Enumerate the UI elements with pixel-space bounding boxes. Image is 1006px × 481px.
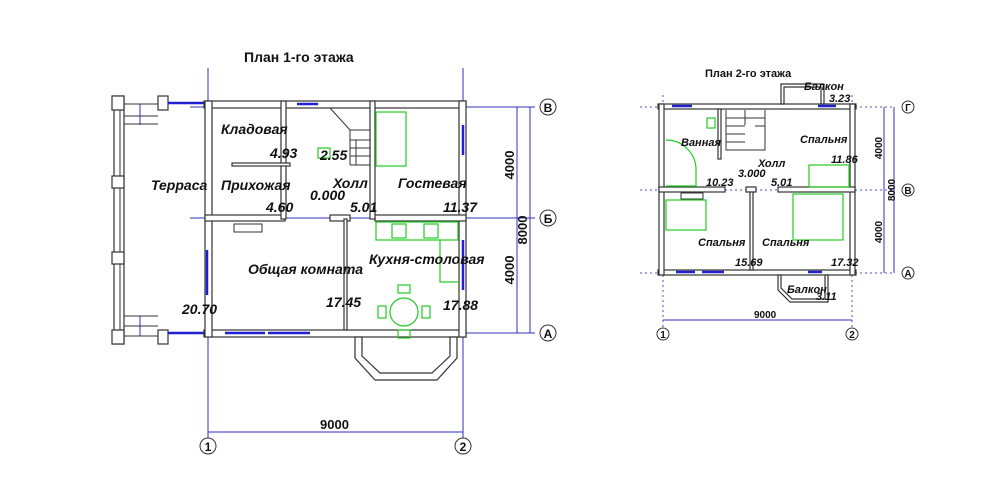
- room-area: 5.01: [771, 177, 792, 189]
- plan-2-title: План 2-го этажа: [705, 68, 792, 80]
- axis-label: В: [544, 101, 553, 115]
- room-area: 3.23: [829, 93, 850, 105]
- axis-label: А: [544, 327, 553, 341]
- axis-label: А: [904, 269, 911, 280]
- room-label: Ванная: [681, 137, 721, 149]
- room-area: 17.32: [831, 257, 859, 269]
- room-label: Холл: [757, 158, 785, 170]
- axis-label: 2: [849, 330, 855, 341]
- axis-markers-1: 1 2 В Б А: [199, 98, 557, 455]
- room-area: 2.55: [319, 147, 347, 163]
- axis-label: 1: [660, 330, 666, 341]
- dim-width: 9000: [320, 417, 349, 432]
- axis-label: В: [904, 186, 911, 197]
- room-area: 4.60: [265, 199, 293, 215]
- room-area: 10.23: [706, 177, 734, 189]
- dim-bottom: 4000: [874, 220, 885, 243]
- walls-1: [203, 100, 467, 381]
- room-area: 5.01: [350, 199, 377, 215]
- stairs-2: [725, 110, 766, 151]
- dim-top: 4000: [874, 136, 885, 159]
- dim-bottom: 4000: [502, 256, 517, 285]
- dim-total: 8000: [887, 178, 898, 201]
- plan-1: План 1-го этажа: [111, 49, 557, 455]
- plan-1-title: План 1-го этажа: [244, 49, 354, 65]
- room-area: 15.69: [735, 257, 763, 269]
- axis-grid-2: [640, 95, 895, 330]
- furniture-1: [317, 111, 459, 339]
- stairs-1: [329, 107, 370, 166]
- plan-2: План 2-го этажа: [640, 68, 915, 341]
- level-mark: 0.000: [310, 187, 345, 203]
- room-label: Спальня: [762, 237, 810, 249]
- room-label: Спальня: [800, 134, 848, 146]
- room-label: Гостевая: [398, 175, 467, 191]
- room-labels-2: Ванная 10.23 Холл 5.01 3.000 Спальня 11.…: [681, 81, 859, 303]
- room-label: Терраса: [151, 177, 207, 193]
- room-area: 17.88: [443, 297, 478, 313]
- dim-width: 9000: [754, 310, 777, 321]
- room-area: 3.11: [816, 291, 837, 303]
- axis-label: Г: [905, 103, 911, 114]
- axis-label: 1: [205, 440, 212, 454]
- axis-markers-2: 1 2 Г В А: [656, 100, 915, 341]
- room-label: Общая комната: [248, 261, 363, 277]
- room-label: Кладовая: [221, 121, 288, 137]
- room-area: 11.37: [443, 199, 478, 215]
- room-label: Спальня: [698, 237, 746, 249]
- room-area: 20.70: [181, 301, 217, 317]
- terrace: [111, 95, 205, 345]
- walls-2: [657, 83, 857, 303]
- axis-label: Б: [544, 212, 553, 226]
- furniture-2: [665, 117, 850, 241]
- room-label: Холл: [332, 175, 368, 191]
- dim-top: 4000: [502, 151, 517, 180]
- level-mark: 3.000: [738, 168, 766, 180]
- room-label: Кухня-столовая: [369, 251, 485, 267]
- room-area: 4.93: [269, 145, 297, 161]
- room-area: 11.86: [831, 154, 859, 166]
- room-label: Прихожая: [221, 177, 291, 193]
- room-labels-1: Кладовая 4.93 2.55 Прихожая 4.60 Холл 5.…: [151, 121, 485, 317]
- room-label: Балкон: [787, 284, 827, 296]
- room-label: Балкон: [804, 81, 844, 93]
- room-area: 17.45: [326, 294, 361, 310]
- dim-total: 8000: [515, 216, 530, 245]
- axis-label: 2: [460, 440, 467, 454]
